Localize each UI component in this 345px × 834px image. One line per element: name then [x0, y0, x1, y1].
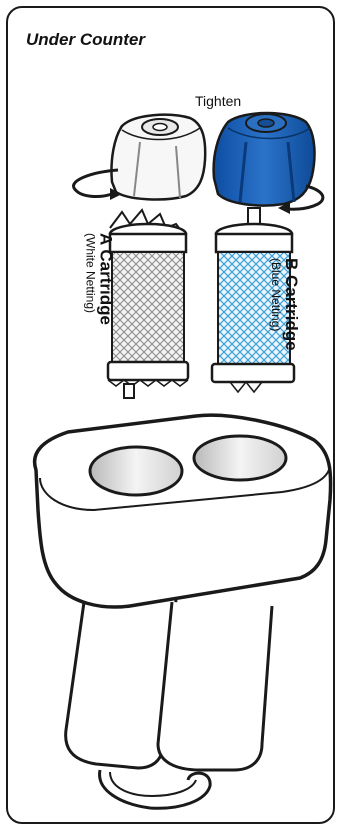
cartridge-a [108, 210, 188, 398]
cartridge-b-label: B Cartridge (Blue Netting) [270, 258, 300, 351]
filter-housing [35, 415, 331, 808]
cartridge-b-name: B Cartridge [282, 258, 300, 351]
cap-a [111, 115, 205, 200]
cartridge-a-name: A Cartridge [97, 233, 115, 325]
cartridge-b-note: (Blue Netting) [270, 258, 283, 351]
cap-b [214, 113, 315, 206]
cartridge-a-note: (White Netting) [84, 233, 97, 325]
cartridge-a-label: A Cartridge (White Netting) [84, 233, 114, 325]
